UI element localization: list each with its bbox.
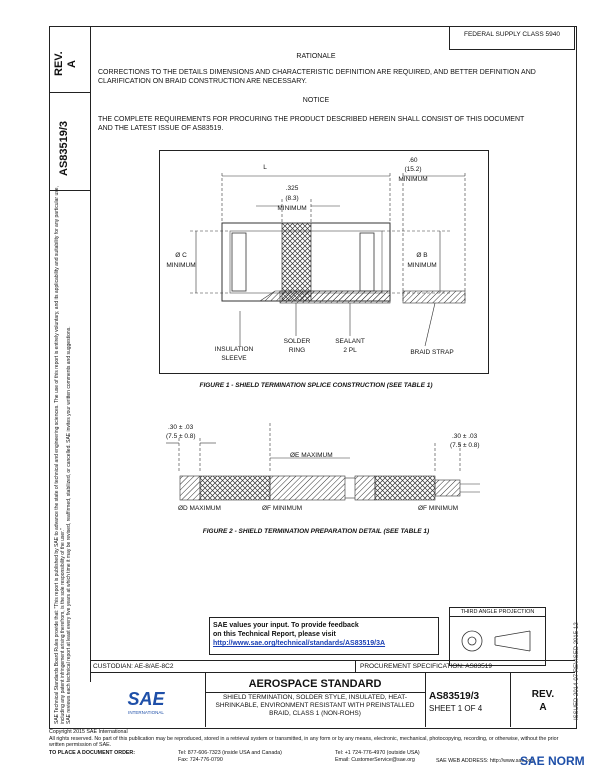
rev-value-side: A (66, 60, 78, 68)
label-oc-minimum: MINIMUM (166, 262, 196, 269)
feedback-box: SAE values your input. To provide feedba… (209, 617, 439, 655)
notice-text: THE COMPLETE REQUIREMENTS FOR PROCURING … (98, 116, 525, 132)
footer-copyright: Copyright 2015 SAE International (49, 729, 128, 735)
footer-rights: All rights reserved. No part of this pub… (49, 735, 559, 749)
disclaimer-side: SAE Technical Standards Board Rules prov… (54, 186, 72, 724)
title-rev-value: A (539, 702, 547, 713)
title-sheet: SHEET 1 OF 4 (429, 704, 483, 713)
page-frame (49, 26, 577, 729)
label-sealant: SEALANT (335, 338, 365, 345)
fig2-dim-right-1: .30 ± .03 (452, 433, 478, 440)
title-block-mid (90, 672, 575, 673)
dim-minimum-a: MINIMUM (398, 176, 428, 183)
strip-divider-1 (49, 92, 91, 93)
label-2pl: 2 PL (343, 347, 357, 354)
fig2-label-oe: ØE MAXIMUM (290, 452, 333, 459)
title-block-top (90, 660, 575, 661)
rationale-heading: RATIONALE (296, 53, 336, 60)
label-oc: Ø C (175, 252, 187, 259)
footer-tel2: Tel: +1 724-776-4970 (outside USA) (335, 750, 420, 756)
feedback-link[interactable]: http://www.sae.org/technical/standards/A… (213, 640, 386, 647)
label-ob-minimum: MINIMUM (407, 262, 437, 269)
doc-number-side: AS83519/3 (58, 120, 70, 176)
title-divider-d (510, 672, 511, 727)
dim-60: .60 (408, 157, 418, 164)
left-strip-divider (90, 26, 91, 682)
strip-divider-2 (49, 190, 91, 191)
title-divider-c (425, 672, 426, 727)
footer-web: SAE WEB ADDRESS: http://www.sae.org (436, 758, 534, 764)
fig2-dim-left-2: (7.5 ± 0.8) (166, 433, 196, 440)
title-divider-b (205, 672, 206, 727)
footer-order: TO PLACE A DOCUMENT ORDER: (49, 750, 135, 757)
fig2-dim-right-2: (7.5 ± 0.8) (450, 442, 480, 449)
figure2-caption: FIGURE 2 - SHIELD TERMINATION PREPARATIO… (202, 528, 430, 535)
label-braid-strap: BRAID STRAP (410, 349, 454, 356)
third-angle-label: THIRD ANGLE PROJECTION (450, 608, 545, 617)
std-title: SHIELD TERMINATION, SOLDER STYLE, INSULA… (215, 694, 415, 717)
dim-L: L (263, 164, 267, 171)
std-heading-line (205, 692, 425, 693)
sae-logo: SAE INTERNATIONAL (127, 689, 165, 715)
fig2-label-of2: ØF MINIMUM (418, 505, 459, 512)
figure2-drawing (166, 423, 480, 501)
third-angle-symbol (461, 630, 531, 652)
label-solder: SOLDER (283, 338, 311, 345)
footer-email: Email: CustomerService@sae.org (335, 756, 415, 763)
label-ob: Ø B (416, 252, 428, 259)
label-insulation: INSULATION (214, 346, 254, 353)
rev-label-side: REV. (53, 51, 65, 76)
rationale-text: CORRECTIONS TO THE DETAILS DIMENSIONS AN… (98, 69, 536, 85)
label-ring: RING (288, 347, 306, 354)
footer-contacts-2: Tel: +1 724-776-4970 (outside USA) Email… (335, 750, 420, 763)
std-heading: AEROSPACE STANDARD (248, 678, 382, 690)
title-divider-a (355, 660, 356, 672)
dim-minimum-b: MINIMUM (277, 205, 307, 212)
title-doc-number: AS83519/3 (429, 691, 480, 702)
footer-order-label: TO PLACE A DOCUMENT ORDER: (49, 750, 136, 756)
footer-contacts-1: Tel: 877-606-7323 (inside USA and Canada… (178, 750, 282, 763)
fig2-label-od: ØD MAXIMUM (178, 505, 221, 512)
footer-fax: Fax: 724-776-0790 (178, 756, 223, 763)
dim-83: (8.3) (285, 195, 299, 202)
notice-heading: NOTICE (302, 97, 330, 104)
footer-tel: Tel: 877-606-7323 (inside USA and Canada… (178, 750, 282, 756)
federal-supply-class-box: FEDERAL SUPPLY CLASS 5940 (449, 26, 575, 50)
procurement: PROCUREMENT SPECIFICATION: AS83519 (360, 663, 492, 670)
label-sleeve: SLEEVE (221, 355, 247, 362)
feedback-line1: SAE values your input. To provide feedba… (213, 622, 359, 629)
dim-152: (15.2) (404, 166, 422, 173)
sae-norm-watermark: SAE NORM (520, 754, 585, 768)
figure1-caption: FIGURE 1 - SHIELD TERMINATION SPLICE CON… (199, 382, 433, 389)
feedback-line2: on this Technical Report, please visit (213, 631, 336, 638)
footer: Copyright 2015 SAE International All rig… (49, 729, 575, 749)
title-rev-label: REV. (531, 689, 555, 700)
figure1-frame (159, 150, 489, 374)
fig2-label-of1: ØF MINIMUM (262, 505, 303, 512)
third-angle-box: THIRD ANGLE PROJECTION (449, 607, 546, 666)
figure1-drawing (190, 173, 466, 347)
custodian: CUSTODIAN: AE-8/AE-8C2 (93, 663, 174, 670)
fig2-dim-left-1: .30 ± .03 (168, 424, 194, 431)
dim-325: .325 (285, 185, 299, 192)
